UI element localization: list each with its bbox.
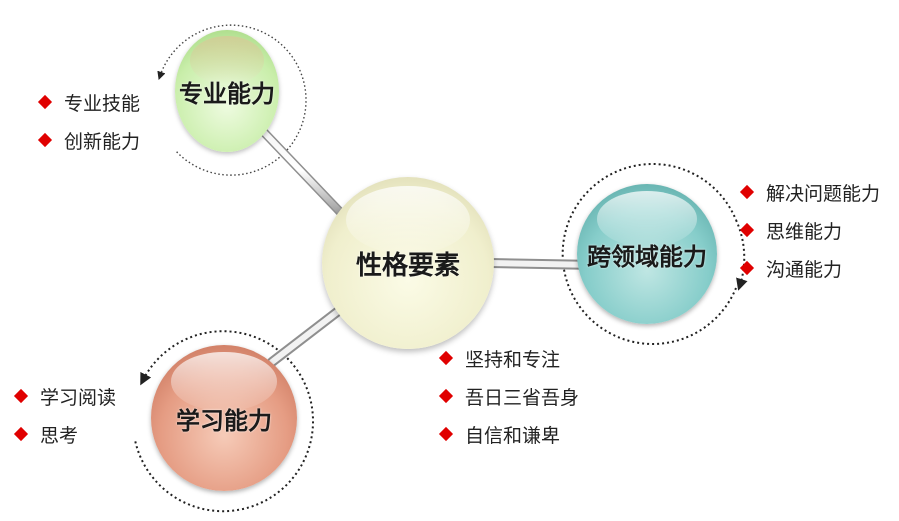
gloss-highlight [346,185,470,255]
list-item-text: 吾日三省吾身 [465,386,580,409]
diamond-icon [37,94,53,110]
gloss-highlight [171,352,277,411]
node-professional: 专业能力 [175,30,279,152]
list-item: 专业技能 [36,83,140,121]
center-node-label: 性格要素 [355,250,460,281]
gloss-highlight [189,36,265,85]
list-item: 沟通能力 [738,249,880,287]
list-item-text: 思考 [40,424,79,447]
diamond-icon [438,426,454,442]
list-item: 创新能力 [36,121,140,159]
list-item-text: 创新能力 [64,130,141,153]
center-node-personality: 性格要素 [322,177,494,349]
diamond-icon [739,184,755,200]
list-item: 学习阅读 [12,377,116,415]
node-label-learning: 学习能力 [176,406,272,435]
gloss-highlight [596,191,698,247]
diamond-icon [13,388,29,404]
list-item-text: 解决问题能力 [766,182,881,205]
list-item-text: 坚持和专注 [465,348,561,371]
list-item: 思考 [12,415,116,453]
node-cross-domain: 跨领域能力 [577,184,717,324]
list-item: 解决问题能力 [738,173,880,211]
node-learning: 学习能力 [151,345,297,491]
diamond-icon [438,350,454,366]
diamond-icon [13,426,29,442]
diamond-icon [37,132,53,148]
list-item: 思维能力 [738,211,880,249]
node-label-cross-domain: 跨领域能力 [587,242,707,271]
cycle-arc-learning [134,330,314,513]
list-item-text: 专业技能 [64,92,141,115]
cycle-arc-professional [157,24,307,176]
list-item: 坚持和专注 [437,339,579,377]
list-item: 自信和谦卑 [437,415,579,453]
list-item-text: 思维能力 [766,220,843,243]
list-professional: 专业技能 创新能力 [36,83,140,159]
diamond-icon [739,260,755,276]
list-learning: 学习阅读 思考 [12,377,116,453]
list-item-text: 沟通能力 [766,258,843,281]
diamond-icon [438,388,454,404]
node-label-professional: 专业能力 [179,79,275,108]
cycle-arc-cross-domain [561,163,748,345]
list-cross-domain: 解决问题能力 思维能力 沟通能力 [738,173,880,287]
list-item-text: 学习阅读 [40,386,117,409]
diamond-icon [739,222,755,238]
list-item-text: 自信和谦卑 [465,424,561,447]
list-personality: 坚持和专注 吾日三省吾身 自信和谦卑 [437,339,579,453]
list-item: 吾日三省吾身 [437,377,579,415]
